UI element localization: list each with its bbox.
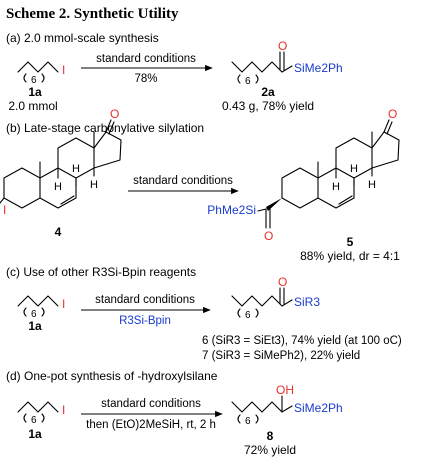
- iodine-atom: I: [62, 297, 65, 311]
- carbonyl-oxygen: O: [278, 39, 287, 53]
- arrow-yield-a: 78%: [134, 73, 157, 85]
- result-compound-7: 7 (SiR3 = SiMePh2), 22% yield: [202, 350, 360, 362]
- silyl-group-phme2si: PhMe2Si: [207, 203, 256, 217]
- silyl-group-sir3: SiR3: [294, 295, 320, 309]
- hydrogen-label: H: [90, 179, 98, 191]
- carbonyl-oxygen: O: [278, 275, 287, 289]
- subscript-six: 6: [31, 415, 37, 426]
- section-b-label: (b) Late-stage carbonylative silylation: [6, 121, 204, 135]
- silyl-group-sime2ph: SiMe2Ph: [294, 401, 343, 415]
- arrow-conditions-c: standard conditions: [95, 294, 195, 306]
- iodine-atom: I: [62, 63, 65, 77]
- hydrogen-label: H: [368, 179, 376, 191]
- subscript-six: 6: [31, 75, 37, 86]
- compound-code-1a: 1a: [28, 85, 42, 99]
- arrow-conditions-b: standard conditions: [133, 175, 233, 187]
- compound-code-1a: 1a: [28, 319, 42, 333]
- arrow-conditions-a: standard conditions: [96, 53, 196, 65]
- alkyl-iodide-1a-structure: 6 I: [17, 401, 65, 426]
- silyl-group-sime2ph: SiMe2Ph: [294, 61, 343, 75]
- scheme-title: Scheme 2. Synthetic Utility: [6, 6, 179, 22]
- iodine-atom: I: [62, 403, 65, 417]
- steroid-acylsilane-5-structure: O H H H O PhMe2Si: [207, 107, 400, 243]
- compound-code-4: 4: [55, 225, 62, 239]
- subscript-six: 6: [245, 416, 251, 427]
- hydroxysilane-8-structure: 6 OH SiMe2Ph: [231, 383, 343, 427]
- carbonyl-oxygen: O: [264, 229, 273, 243]
- compound-code-8: 8: [267, 429, 274, 443]
- hydrogen-label: H: [72, 163, 80, 175]
- compound-code-5: 5: [347, 235, 354, 249]
- steroid-iodide-4-structure: O H H H I: [0, 107, 122, 217]
- hydroxyl-group: OH: [276, 383, 294, 397]
- subscript-six: 6: [31, 309, 37, 320]
- subscript-six: 6: [245, 310, 251, 321]
- compound-code-2a: 2a: [261, 85, 275, 99]
- section-c-label: (c) Use of other R3Si-Bpin reagents: [6, 265, 196, 279]
- section-d-label: (d) One-pot synthesis of -hydroxylsilane: [6, 369, 218, 383]
- subscript-six: 6: [245, 76, 251, 87]
- hydrogen-label: H: [332, 181, 340, 193]
- hydrogen-label: H: [54, 181, 62, 193]
- section-a-label: (a) 2.0 mmol-scale synthesis: [6, 31, 159, 45]
- hydrogen-label: H: [350, 163, 358, 175]
- result-compound-6: 6 (SiR3 = SiEt3), 74% yield (at 100 oC): [202, 335, 402, 347]
- ketone-oxygen: O: [388, 107, 397, 121]
- arrow-reagent-d: then (EtO)2MeSiH, rt, 2 h: [86, 419, 216, 431]
- acylsilane-2a-structure: 6 O SiMe2Ph: [231, 39, 343, 87]
- acylsilane-sir3-structure: 6 O SiR3: [231, 275, 320, 321]
- arrow-reagent-c: R3Si-Bpin: [119, 315, 171, 327]
- iodine-atom: I: [3, 203, 6, 217]
- compound-code-1a: 1a: [28, 427, 42, 441]
- product-result-d: 72% yield: [244, 443, 296, 457]
- arrow-conditions-d: standard conditions: [101, 398, 201, 410]
- product-result-b: 88% yield, dr = 4:1: [300, 249, 400, 263]
- product-result-a: 0.43 g, 78% yield: [222, 99, 314, 113]
- ketone-oxygen: O: [110, 107, 119, 121]
- start-amount: 2.0 mmol: [8, 99, 57, 113]
- alkyl-iodide-1a-structure: 6 I: [17, 61, 65, 86]
- alkyl-iodide-1a-structure: 6 I: [17, 295, 65, 320]
